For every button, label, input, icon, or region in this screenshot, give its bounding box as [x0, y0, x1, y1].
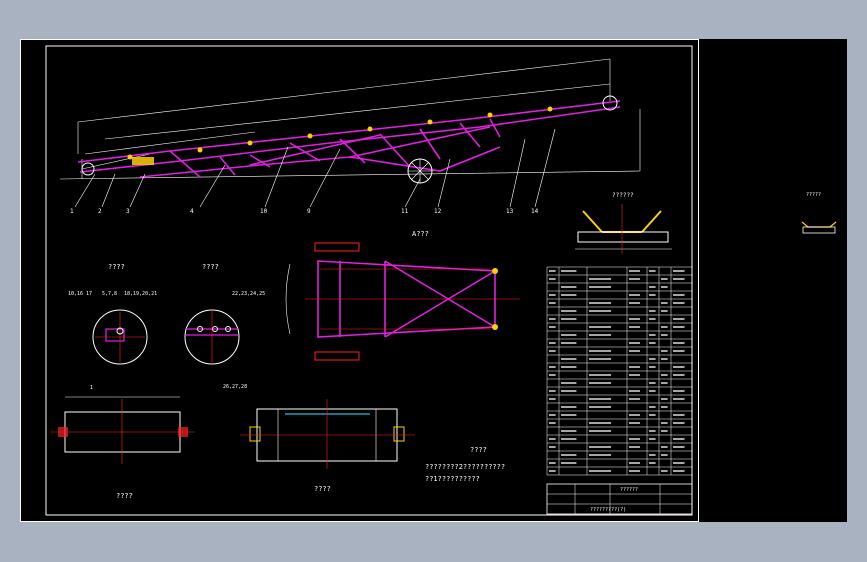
callout-14: 14	[531, 208, 539, 215]
svg-text:??1??????????: ??1??????????	[425, 475, 480, 483]
a-view-plan: A???	[285, 230, 520, 361]
svg-text:22,23,24,25: 22,23,24,25	[232, 291, 265, 297]
svg-text:?????: ?????	[806, 192, 821, 198]
trough-section: ??????	[575, 192, 672, 254]
svg-text:26,27,28: 26,27,28	[223, 384, 247, 390]
svg-text:5,7,8: 5,7,8	[102, 291, 117, 297]
svg-text:????: ????	[470, 446, 487, 454]
callout-2: 2	[98, 208, 102, 215]
title-block-name: ??????	[620, 487, 638, 493]
svg-text:????: ????	[108, 263, 125, 271]
pulley-view-2: ???? 26,27,28	[223, 384, 415, 493]
svg-text:??????: ??????	[612, 192, 634, 199]
technical-notes: ???? ????????2?????????? ??1??????????	[425, 446, 505, 483]
sheet-outer-frame	[20, 39, 699, 522]
callout-3: 3	[126, 208, 130, 215]
svg-text:????: ????	[116, 492, 133, 500]
svg-text:????: ????	[202, 263, 219, 271]
parts-list-table	[546, 266, 693, 476]
callout-12: 12	[434, 208, 442, 215]
callout-10: 10	[260, 208, 268, 215]
callout-1: 1	[70, 208, 74, 215]
pulley-view-1: ???? 1	[50, 385, 195, 500]
title-block: ?????? ?????????(?)	[546, 483, 693, 515]
cad-drawing: 1 2 3 4 10 9 11 12 13 14 ???? 10,16 17 5…	[20, 39, 837, 522]
callout-11: 11	[401, 208, 409, 215]
svg-text:17: 17	[86, 291, 92, 297]
callout-9: 9	[307, 208, 311, 215]
svg-text:1: 1	[90, 385, 93, 391]
cad-viewport[interactable]: 1 2 3 4 10 9 11 12 13 14 ???? 10,16 17 5…	[20, 39, 847, 522]
conveyor-side-view: 1 2 3 4 10 9 11 12 13 14	[59, 58, 641, 215]
svg-text:????????2??????????: ????????2??????????	[425, 463, 505, 471]
svg-text:A???: A???	[412, 230, 429, 238]
callout-4: 4	[190, 208, 194, 215]
svg-text:10,16: 10,16	[68, 291, 83, 297]
title-block-drawing-no: ?????????(?)	[590, 507, 626, 513]
mini-section: ?????	[801, 192, 837, 234]
svg-text:18,19,20,21: 18,19,20,21	[124, 291, 157, 297]
sheet-inner-frame	[45, 45, 693, 516]
detail-view-1: ???? 10,16 17 5,7,8 18,19,20,21	[68, 263, 157, 365]
callout-13: 13	[506, 208, 514, 215]
svg-text:????: ????	[314, 485, 331, 493]
detail-view-2: ???? 22,23,24,25	[184, 263, 265, 365]
